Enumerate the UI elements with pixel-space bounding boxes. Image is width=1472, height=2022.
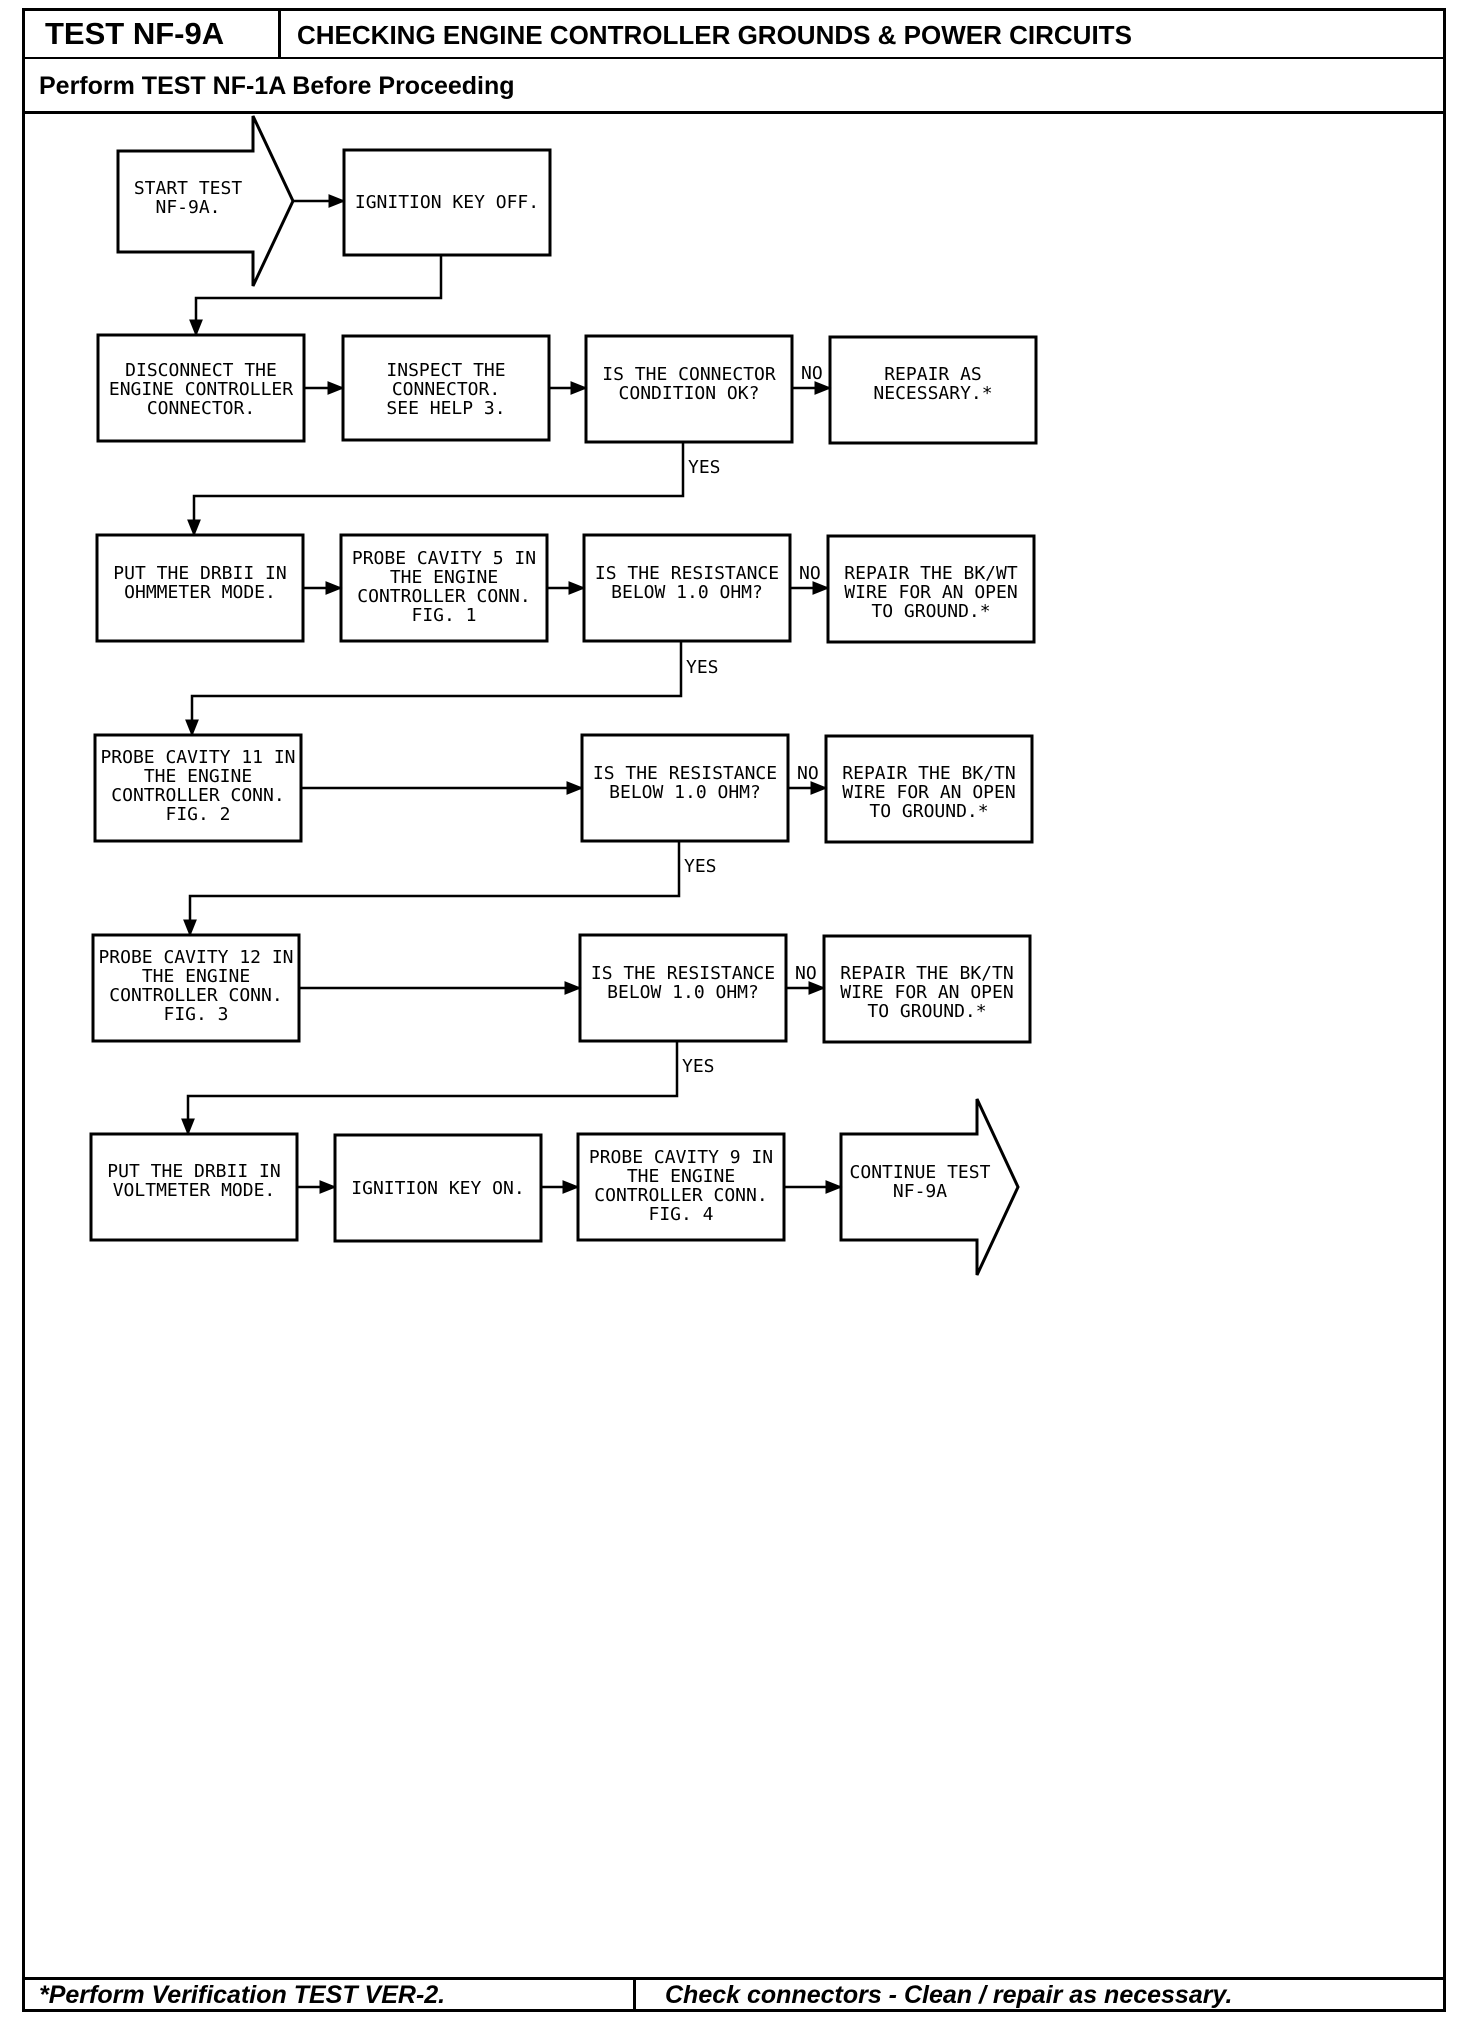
box-text-line: IS THE RESISTANCE — [591, 963, 775, 984]
test-title: CHECKING ENGINE CONTROLLER GROUNDS & POW… — [297, 20, 1132, 50]
box-text-line: PROBE CAVITY 5 IN — [352, 548, 536, 569]
test-id: TEST NF-9A — [25, 11, 281, 57]
ignition-off-text: IGNITION KEY OFF. — [355, 192, 539, 213]
no-label-1: NO — [801, 363, 823, 384]
no-label-2: NO — [799, 563, 821, 584]
box-text-line: FIG. 2 — [165, 804, 230, 825]
box-text-line: INSPECT THE — [386, 360, 505, 381]
box-text-line: NF-9A. — [155, 197, 220, 218]
prerequisite-bar: Perform TEST NF-1A Before Proceeding — [25, 59, 1443, 114]
footer-connector-note: Check connectors - Clean / repair as nec… — [665, 1981, 1233, 2009]
box-text-line: START TEST — [134, 178, 243, 199]
box-text-line: IS THE RESISTANCE — [593, 763, 777, 784]
box-text-line: THE ENGINE — [627, 1166, 735, 1187]
box-text-line: CONTINUE TEST — [850, 1162, 991, 1183]
box-text-line: TO GROUND.* — [867, 1001, 986, 1022]
header-bar: TEST NF-9A CHECKING ENGINE CONTROLLER GR… — [25, 11, 1443, 59]
box-text-line: FIG. 1 — [411, 605, 476, 626]
box-text-line: TO GROUND.* — [869, 801, 988, 822]
box-text-line: CONNECTOR. — [392, 379, 500, 400]
yes-label-1: YES — [688, 457, 721, 478]
box-text-line: REPAIR THE BK/TN — [842, 763, 1015, 784]
box-text-line: REPAIR THE BK/WT — [844, 563, 1018, 584]
no-label-4: NO — [795, 963, 817, 984]
box-text-line: THE ENGINE — [142, 966, 250, 987]
box-text-line: WIRE FOR AN OPEN — [844, 582, 1017, 603]
box-text-line: REPAIR AS — [884, 364, 982, 385]
start-arrow-shape — [116, 115, 295, 287]
box-text-line: IGNITION KEY ON. — [351, 1178, 524, 1199]
box-text-line: BELOW 1.0 OHM? — [609, 782, 761, 803]
no-label-3: NO — [797, 763, 819, 784]
box-text-line: CONTROLLER CONN. — [109, 985, 282, 1006]
box-text-line: PROBE CAVITY 9 IN — [589, 1147, 773, 1168]
yes-label-3: YES — [684, 856, 717, 877]
box-text-line: NECESSARY.* — [873, 383, 992, 404]
box-text-line: WIRE FOR AN OPEN — [840, 982, 1013, 1003]
continue-arrow-shape — [839, 1098, 1020, 1276]
box-text-line: ENGINE CONTROLLER — [109, 379, 293, 400]
prerequisite-note: Perform TEST NF-1A Before Proceeding — [39, 72, 515, 100]
box-text-line: REPAIR THE BK/TN — [840, 963, 1013, 984]
box-text-line: FIG. 4 — [648, 1204, 713, 1225]
footer-verification-note: *Perform Verification TEST VER-2. — [39, 1981, 446, 2009]
yes-label-4: YES — [682, 1056, 715, 1077]
box-text-line: DISCONNECT THE — [125, 360, 277, 381]
box-text-line: NF-9A — [893, 1181, 947, 1202]
box-text-line: SEE HELP 3. — [386, 398, 505, 419]
box-text-line: WIRE FOR AN OPEN — [842, 782, 1015, 803]
box-text-line: PROBE CAVITY 12 IN — [98, 947, 293, 968]
box-text-line: VOLTMETER MODE. — [113, 1180, 276, 1201]
box-text-line: IGNITION KEY OFF. — [355, 192, 539, 213]
footer-divider — [633, 1980, 636, 2010]
box-text-line: THE ENGINE — [144, 766, 252, 787]
box-text-line: PUT THE DRBII IN — [107, 1161, 280, 1182]
box-text-line: CONDITION OK? — [619, 383, 760, 404]
box-text-line: CONTROLLER CONN. — [357, 586, 530, 607]
connector-lines — [181, 194, 843, 1194]
box-text-line: FIG. 3 — [163, 1004, 228, 1025]
box-text-line: IS THE CONNECTOR — [602, 364, 776, 385]
box-text-line: BELOW 1.0 OHM? — [607, 982, 759, 1003]
box-text-line: TO GROUND.* — [871, 601, 990, 622]
box-text-line: CONTROLLER CONN. — [594, 1185, 767, 1206]
box-text-line: THE ENGINE — [390, 567, 498, 588]
test-sheet: TEST NF-9A CHECKING ENGINE CONTROLLER GR… — [22, 8, 1446, 2012]
yes-label-2: YES — [686, 657, 719, 678]
box-text-line: PROBE CAVITY 11 IN — [100, 747, 295, 768]
ignition-on-text: IGNITION KEY ON. — [351, 1178, 524, 1199]
box-text-line: CONNECTOR. — [147, 398, 255, 419]
box-text-line: OHMMETER MODE. — [124, 582, 276, 603]
footer-bar: *Perform Verification TEST VER-2. Check … — [25, 1977, 1443, 2010]
box-text-line: PUT THE DRBII IN — [113, 563, 286, 584]
box-text-line: CONTROLLER CONN. — [111, 785, 284, 806]
box-text-line: BELOW 1.0 OHM? — [611, 582, 763, 603]
box-text-line: IS THE RESISTANCE — [595, 563, 779, 584]
